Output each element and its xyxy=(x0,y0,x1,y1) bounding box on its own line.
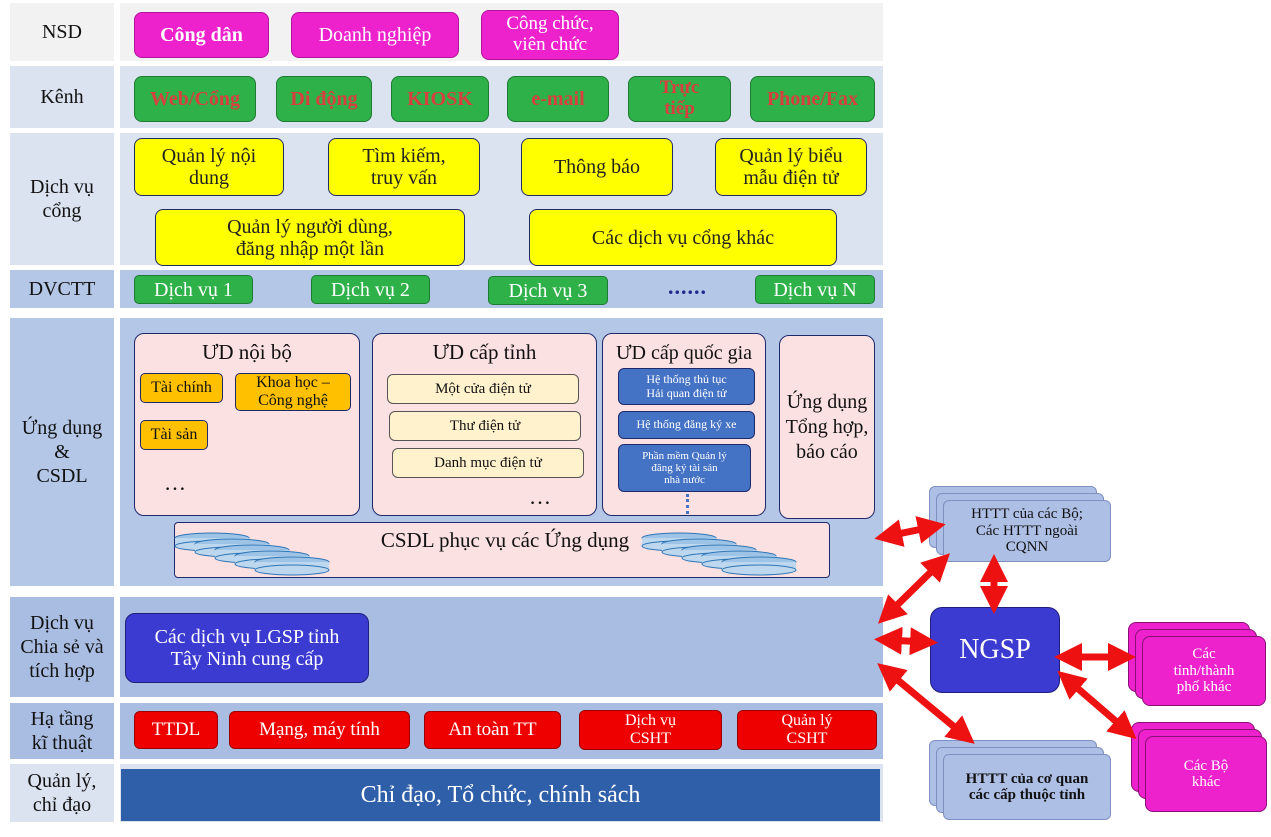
ud-quoc-gia-title: ƯD cấp quốc gia xyxy=(615,342,753,364)
ud-tong-hop: Ứng dụng Tổng hợp, báo cáo xyxy=(779,335,875,519)
csdl-label: CSDL phục vụ các Ứng dụng xyxy=(380,528,630,553)
ud-tai-chinh: Tài chính xyxy=(140,373,223,403)
arrow-chia-se-ngsp xyxy=(874,626,938,656)
ha-tang-an-toan: An toàn TT xyxy=(424,711,561,749)
ud-thu-dien-tu: Thư điện tử xyxy=(389,411,581,441)
row-label-kenh: Kênh xyxy=(40,86,84,108)
ha-tang-ttdl: TTDL xyxy=(134,711,218,749)
ha-tang-quan-ly-csht: Quản lý CSHT xyxy=(737,710,877,750)
dvctt-dich-vu-n: Dịch vụ N xyxy=(755,275,875,304)
ngsp-box: NGSP xyxy=(930,607,1060,693)
dvc-quan-ly-noi-dung: Quản lý nội dung xyxy=(134,138,284,196)
ud-mot-cua: Một cửa điện tử xyxy=(387,374,579,404)
dvc-thong-bao: Thông báo xyxy=(521,138,673,196)
ud-cap-tinh-title: ƯD cấp tỉnh xyxy=(432,340,537,365)
row-label-dvctt: DVCTT xyxy=(28,278,96,300)
ud-noi-bo-ellipsis: … xyxy=(164,469,186,495)
dvctt-dich-vu-3: Dịch vụ 3 xyxy=(488,276,608,305)
ud-cap-tinh-ellipsis: … xyxy=(529,483,551,509)
lgsp-box: Các dịch vụ LGSP tỉnh Tây Ninh cung cấp xyxy=(125,613,369,683)
ud-danh-muc: Danh mục điện tử xyxy=(392,448,584,478)
row-label-ung-dung: Ứng dụng & CSDL xyxy=(21,417,103,487)
httt-bo: HTTT của các Bộ; Các HTTT ngoài CQNN xyxy=(943,500,1111,562)
row-label-quan-ly: Quản lý, chỉ đạo xyxy=(27,770,97,816)
kenh-truc-tiep: Trực tiếp xyxy=(628,76,731,122)
ud-noi-bo-title: ƯD nội bộ xyxy=(202,340,292,365)
dvctt-dich-vu-2: Dịch vụ 2 xyxy=(311,275,430,304)
dvc-cac-dich-vu-khac: Các dịch vụ cổng khác xyxy=(529,209,837,266)
row-label-dich-vu-cong: Dịch vụ cổng xyxy=(30,176,94,222)
nsd-cong-dan: Công dân xyxy=(134,12,269,58)
bo-khac: Các Bộ khác xyxy=(1145,736,1267,812)
dvc-quan-ly-nguoi-dung: Quản lý người dùng, đăng nhập một lần xyxy=(155,209,465,266)
ha-tang-dich-vu-csht: Dịch vụ CSHT xyxy=(579,710,722,750)
label-divider xyxy=(114,3,120,823)
dvc-quan-ly-bieu-mau: Quản lý biểu mẫu điện tử xyxy=(715,138,867,196)
ud-tai-san-nha-nuoc: Phần mềm Quản lý đăng ký tài sản nhà nướ… xyxy=(618,444,751,492)
tinh-khac: Các tỉnh/thành phố khác xyxy=(1142,636,1266,706)
ud-khoa-hoc: Khoa học – Công nghệ xyxy=(235,373,351,411)
kenh-web-cong: Web/Cổng xyxy=(134,76,256,122)
arrow-chia-se-httt-bo xyxy=(878,553,950,624)
row-label-nsd: NSD xyxy=(41,21,82,43)
kenh-email: e-mail xyxy=(507,76,609,122)
dvctt-dich-vu-1: Dịch vụ 1 xyxy=(134,275,253,304)
ud-dang-ky-xe: Hệ thống đăng ký xe xyxy=(618,411,755,439)
arrow-ngsp-bo-khac xyxy=(1057,670,1137,740)
nsd-cong-chuc: Công chức, viên chức xyxy=(481,10,619,60)
ud-quoc-gia-dotted xyxy=(686,494,689,514)
nsd-doanh-nghiep: Doanh nghiệp xyxy=(291,12,459,58)
ud-hai-quan: Hệ thống thủ tục Hải quan điện tử xyxy=(618,368,755,405)
ud-tai-san: Tài sản xyxy=(140,420,208,450)
quan-ly-bar: Chỉ đạo, Tổ chức, chính sách xyxy=(121,769,880,821)
row-label-chia-se: Dịch vụ Chia sẻ và tích hợp xyxy=(20,612,104,682)
kenh-phone-fax: Phone/Fax xyxy=(750,76,875,122)
row-label-ha-tang: Hạ tầng kĩ thuật xyxy=(30,708,94,754)
ha-tang-mang: Mạng, máy tính xyxy=(229,711,410,749)
kenh-kiosk: KIOSK xyxy=(391,76,489,122)
dvc-tim-kiem: Tìm kiếm, truy vấn xyxy=(328,138,480,196)
dvctt-ellipsis: ...... xyxy=(668,273,707,299)
kenh-di-dong: Di động xyxy=(276,76,372,122)
httt-co-quan: HTTT của cơ quan các cấp thuộc tỉnh xyxy=(943,754,1111,820)
arrow-ung-dung-httt-bo xyxy=(874,516,946,547)
